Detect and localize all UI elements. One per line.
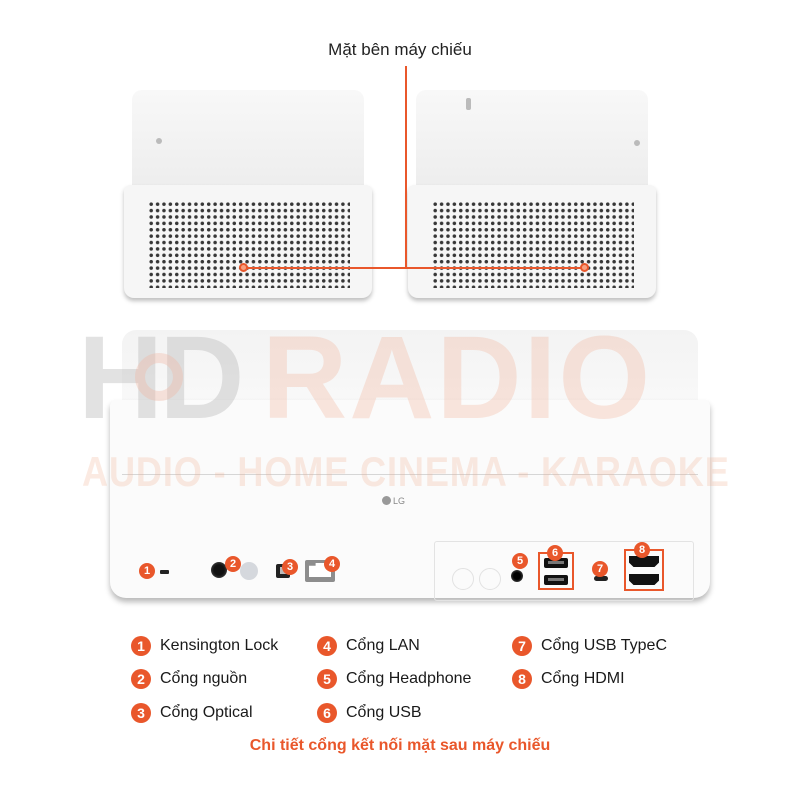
projector-top-surface (416, 90, 648, 190)
legend-item-headphone: 5 Cổng Headphone (317, 669, 471, 689)
legend-label: Cổng HDMI (541, 670, 625, 687)
side-vent-panel (408, 185, 656, 298)
legend-item-optical: 3 Cổng Optical (131, 703, 253, 723)
legend-item-lan: 4 Cổng LAN (317, 636, 420, 656)
port-badge-6: 6 (547, 545, 563, 561)
side-view-right (408, 90, 656, 298)
projector-top-surface (122, 330, 698, 410)
seam-line (122, 474, 698, 475)
callout-dot-left (239, 263, 248, 272)
caption: Chi tiết cổng kết nối mặt sau máy chiếu (249, 737, 551, 754)
hdmi-port-1 (629, 556, 659, 567)
port-badge-3: 3 (282, 559, 298, 575)
control-button-1 (452, 568, 474, 590)
legend-item-usb-typec: 7 Cổng USB TypeC (512, 636, 667, 656)
legend-label: Cổng LAN (346, 637, 420, 654)
lg-logo-icon (382, 496, 391, 505)
ir-sensor-window (240, 562, 258, 580)
port-badge-4: 4 (324, 556, 340, 572)
callout-line-vertical (405, 66, 407, 269)
usb-c-port (594, 576, 608, 581)
lg-logo: LG (382, 496, 405, 506)
port-badge-1: 1 (139, 563, 155, 579)
rear-view: LG (110, 330, 710, 613)
port-badge-7: 7 (592, 561, 608, 577)
side-vent-panel (124, 185, 372, 298)
top-sensor-left (156, 138, 162, 144)
port-badge-8: 8 (634, 542, 650, 558)
top-lens-mark (466, 98, 471, 110)
legend-number-badge: 1 (131, 636, 151, 656)
port-badge-5: 5 (512, 553, 528, 569)
hdmi-port-2 (629, 574, 659, 585)
usb-a-port-1 (544, 558, 568, 568)
kensington-lock-slot (160, 570, 169, 574)
legend-number-badge: 4 (317, 636, 337, 656)
legend-item-usb: 6 Cổng USB (317, 703, 422, 723)
legend-item-kensington: 1 Kensington Lock (131, 636, 278, 656)
legend-label: Cổng nguồn (160, 670, 248, 687)
callout-dot-right (580, 263, 589, 272)
legend-number-badge: 5 (317, 669, 337, 689)
legend-label: Kensington Lock (160, 637, 279, 654)
side-view-title: Mặt bên máy chiếu (328, 40, 472, 59)
legend-item-hdmi: 8 Cổng HDMI (512, 669, 625, 689)
legend-label: Cổng USB (346, 704, 422, 721)
rear-panel: LG (110, 400, 710, 598)
legend-number-badge: 8 (512, 669, 532, 689)
legend-number-badge: 6 (317, 703, 337, 723)
legend-number-badge: 3 (131, 703, 151, 723)
legend-item-power: 2 Cổng nguồn (131, 669, 247, 689)
port-panel (434, 541, 694, 601)
vent-grille (432, 201, 634, 288)
port-badge-2: 2 (225, 556, 241, 572)
projector-top-surface (132, 90, 364, 190)
vent-grille (148, 201, 350, 288)
legend-label: Cổng Headphone (346, 670, 472, 687)
legend-number-badge: 7 (512, 636, 532, 656)
power-port (211, 562, 227, 578)
legend-number-badge: 2 (131, 669, 151, 689)
control-button-2 (479, 568, 501, 590)
usb-a-port-2 (544, 575, 568, 585)
top-sensor-right (634, 140, 640, 146)
side-view-left (124, 90, 372, 298)
callout-line-horizontal (243, 267, 585, 269)
headphone-jack (511, 570, 523, 582)
legend-label: Cổng Optical (160, 704, 253, 721)
legend-label: Cổng USB TypeC (541, 637, 667, 654)
